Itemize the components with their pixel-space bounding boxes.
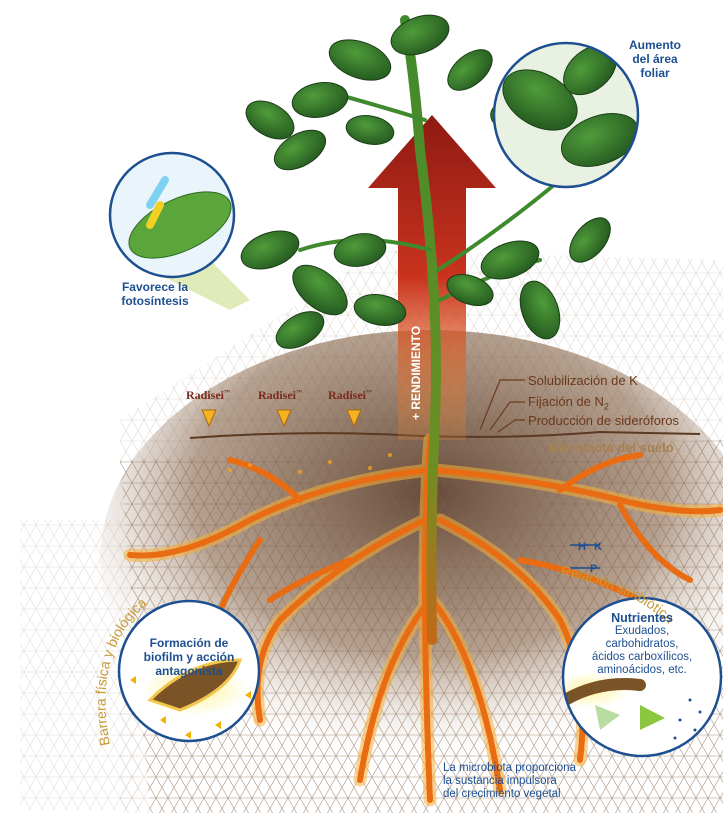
nutrients-label: Nutrientes Exudados, carbohidratos, ácid… (575, 611, 709, 677)
photosynthesis-label: Favorece la fotosíntesis (100, 280, 210, 308)
radisei-label-3: Radisei™ (328, 388, 372, 403)
siderophores-label: Producción de sideróforos (528, 413, 679, 428)
solubilization-label: Solubilización de K (528, 373, 638, 388)
soil-microbiota-label: Microbiota del suelo (548, 440, 674, 455)
radisei-label-1: Radisei™ (186, 388, 230, 403)
symbol-h: H (578, 541, 586, 553)
leaf-area-label: Aumento del área foliar (620, 38, 690, 80)
caption-label: La microbiota proporciona la sustancia i… (443, 762, 576, 801)
symbol-k: K (594, 541, 602, 553)
radisei-label-2: Radisei™ (258, 388, 302, 403)
fixation-label: Fijación de N2 (528, 394, 609, 415)
symbol-p: P (590, 563, 597, 575)
yield-arrow-label: + RENDIMIENTO (409, 326, 423, 420)
biofilm-label: Formación de biofilm y acción antagonist… (129, 636, 249, 678)
